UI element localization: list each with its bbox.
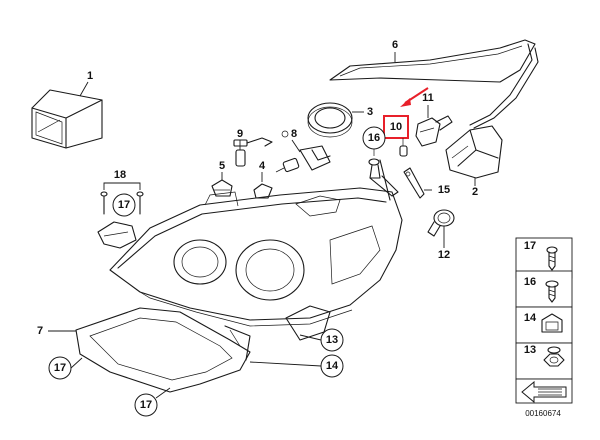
callout-15[interactable]: 15: [438, 184, 450, 196]
highlight-box: [383, 115, 409, 139]
leader-1: [79, 81, 89, 97]
part-6-seal[interactable]: [329, 39, 539, 129]
leader-13: [299, 334, 322, 341]
callout-14[interactable]: 14: [326, 360, 339, 372]
callout-5[interactable]: 5: [219, 160, 225, 172]
legend-item-17[interactable]: 17: [524, 240, 536, 252]
callout-8[interactable]: 8: [291, 128, 297, 140]
part-15-bracket[interactable]: [403, 167, 425, 199]
leader-18: [103, 182, 141, 190]
callout-16[interactable]: 16: [368, 132, 380, 144]
callout-1[interactable]: 1: [87, 70, 93, 82]
callout-7[interactable]: 7: [37, 325, 43, 337]
callout-12[interactable]: 12: [438, 249, 450, 261]
part-1-box[interactable]: [31, 89, 103, 149]
leader-14: [249, 361, 322, 367]
callout-17c-circle: [134, 393, 158, 417]
callout-13[interactable]: 13: [326, 334, 338, 346]
callout-9[interactable]: 9: [237, 128, 243, 140]
legend-item-13[interactable]: 13: [524, 344, 536, 356]
callout-6[interactable]: 6: [392, 39, 398, 51]
callout-17b[interactable]: 17: [54, 362, 66, 374]
legend-icon-screw-17: [546, 246, 558, 271]
legend-icon-nut-13: [543, 346, 565, 367]
highlight-arrow: [400, 87, 429, 107]
part-9-bulb[interactable]: [233, 130, 289, 167]
leader-17c: [155, 387, 171, 399]
part-3-ring[interactable]: [307, 102, 353, 138]
callout-2[interactable]: 2: [472, 186, 478, 198]
leader-8: [291, 139, 301, 153]
callout-10[interactable]: 10: [390, 121, 402, 133]
part-18-bracket[interactable]: [97, 191, 144, 249]
legend-item-14[interactable]: 14: [524, 312, 537, 324]
part-2-cap[interactable]: [445, 125, 503, 179]
part-4-clip[interactable]: [253, 183, 273, 199]
callout-18[interactable]: 18: [114, 169, 126, 181]
callout-17a-circle: [112, 193, 136, 217]
headlight-housing[interactable]: [109, 159, 403, 327]
part-7-bracket[interactable]: [75, 305, 331, 393]
legend-panel: [515, 237, 573, 404]
legend-item-16[interactable]: 16: [524, 276, 536, 288]
part-16-screw[interactable]: [368, 149, 399, 197]
leader-17b: [70, 357, 83, 369]
legend-icon-clip-14: [541, 313, 563, 333]
callout-17a[interactable]: 17: [118, 199, 130, 211]
callout-3[interactable]: 3: [367, 106, 373, 118]
legend-arrow-icon: [521, 380, 567, 404]
legend-icon-screw-16: [545, 280, 559, 303]
part-11-socket[interactable]: [415, 115, 453, 147]
callout-17c[interactable]: 17: [140, 399, 152, 411]
part-10-bulb[interactable]: [399, 138, 408, 157]
part-12-socket[interactable]: [427, 209, 455, 237]
part-8-bulb[interactable]: [275, 145, 331, 173]
reference-number: 00160674: [525, 409, 561, 418]
callout-4[interactable]: 4: [259, 160, 266, 172]
callout-11[interactable]: 11: [422, 92, 434, 104]
